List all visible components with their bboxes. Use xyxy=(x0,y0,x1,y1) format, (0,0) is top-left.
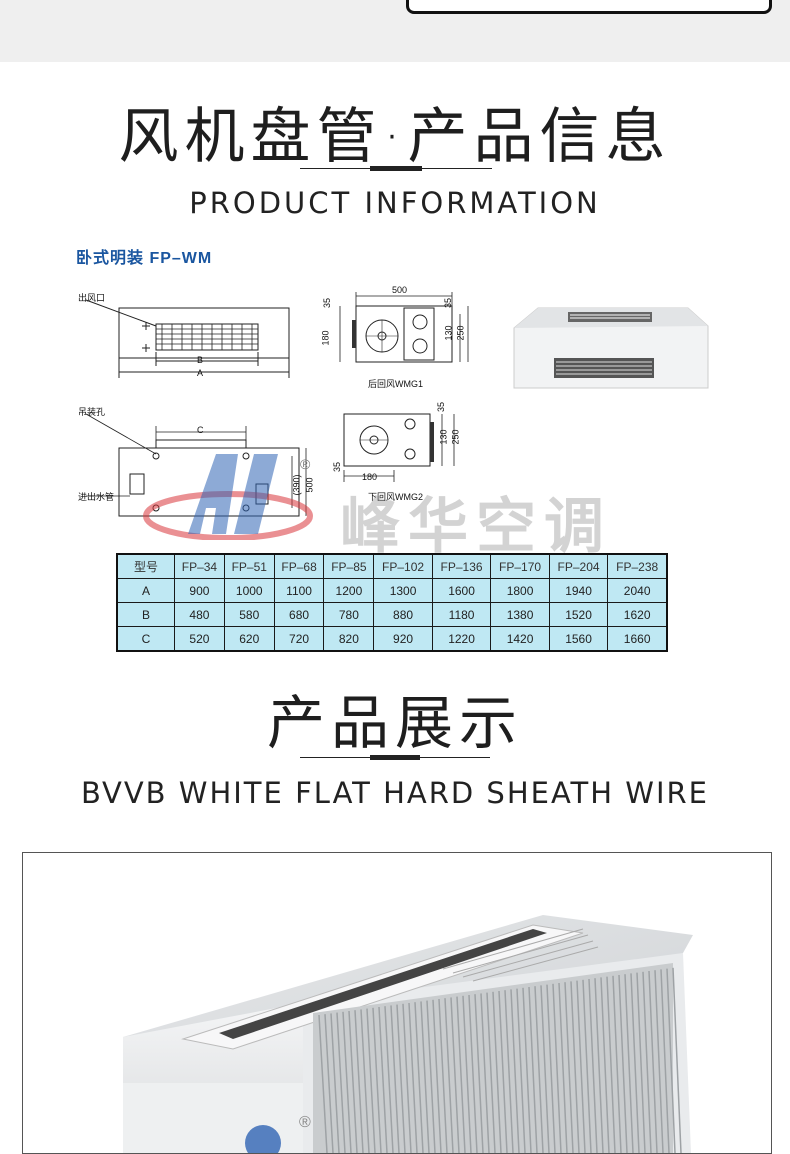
spec-header-cell: FP–34 xyxy=(174,553,225,579)
spec-cell: 580 xyxy=(223,602,275,627)
label-wmg1: 后回风WMG1 xyxy=(368,379,423,389)
label-pipe: 进出水管 xyxy=(78,492,115,502)
label-dim-35a: 35 xyxy=(322,297,333,309)
label-dim-35b: 35 xyxy=(443,297,454,309)
front-view-drawing xyxy=(85,299,290,378)
section-title-product-info: 风机盘管·产品信息 xyxy=(118,102,672,172)
spec-cell: 520 xyxy=(174,626,225,652)
label-hang-hole: 吊装孔 xyxy=(78,407,106,417)
label-outlet: 出风口 xyxy=(78,293,106,303)
spec-cell: 2040 xyxy=(607,578,668,603)
spec-cell: 1220 xyxy=(431,626,492,652)
spec-cell: 720 xyxy=(273,626,325,652)
top-frame-box xyxy=(406,0,772,14)
spec-row-label: A xyxy=(116,578,175,603)
spec-cell: 480 xyxy=(174,602,225,627)
spec-cell: 1660 xyxy=(607,626,668,652)
label-dim-35c: 35 xyxy=(436,401,447,413)
spec-cell: 900 xyxy=(174,578,225,603)
spec-cell: 1180 xyxy=(431,602,492,627)
section2-subtitle-en: BVVB WHITE FLAT HARD SHEATH WIRE xyxy=(80,776,709,810)
spec-cell: 1620 xyxy=(607,602,668,627)
company-logo-watermark xyxy=(143,454,313,540)
spec-header-cell: 型号 xyxy=(116,553,175,579)
spec-cell: 1560 xyxy=(548,626,609,652)
company-name-watermark: 峰华空调 xyxy=(340,493,612,560)
label-dim-180b: 180 xyxy=(362,472,378,482)
bottom-view-wmg2-drawing xyxy=(343,413,455,482)
label-dim-500: 500 xyxy=(392,285,408,295)
title-divider-accent xyxy=(370,166,422,171)
label-dim-a: A xyxy=(197,368,204,378)
model-heading: 卧式明装 FP–WM xyxy=(76,250,213,267)
spec-cell: 1600 xyxy=(431,578,492,603)
spec-header-cell: FP–204 xyxy=(548,553,609,579)
label-wmg2: 下回风WMG2 xyxy=(368,492,423,502)
spec-header-cell: FP–51 xyxy=(223,553,275,579)
spec-cell: 620 xyxy=(223,626,275,652)
product-photo: ® xyxy=(123,915,693,1153)
title2-divider-accent xyxy=(370,755,420,760)
photo-registered-mark: ® xyxy=(299,1114,311,1131)
spec-cell: 920 xyxy=(373,626,433,652)
spec-cell: 1420 xyxy=(490,626,550,652)
label-dim-130b: 130 xyxy=(438,429,449,445)
label-dim-130: 130 xyxy=(443,325,454,341)
spec-header-cell: FP–85 xyxy=(323,553,375,579)
spec-cell: 1520 xyxy=(548,602,609,627)
spec-row-label: C xyxy=(116,626,175,652)
spec-cell: 1000 xyxy=(223,578,275,603)
label-dim-250b: 250 xyxy=(450,429,461,445)
unit-photo-small xyxy=(513,307,709,389)
product-photo-frame: ® xyxy=(22,852,772,1154)
spec-row-label: B xyxy=(116,602,175,627)
label-dim-35d: 35 xyxy=(332,461,343,473)
spec-header-cell: FP–68 xyxy=(273,553,325,579)
spec-cell: 1300 xyxy=(373,578,433,603)
spec-header-cell: FP–238 xyxy=(607,553,668,579)
spec-cell: 1380 xyxy=(490,602,550,627)
label-dim-250: 250 xyxy=(455,325,466,341)
section-title-display: 产品展示 xyxy=(266,689,523,757)
label-dim-180: 180 xyxy=(320,330,331,346)
spec-cell: 680 xyxy=(273,602,325,627)
spec-cell: 820 xyxy=(323,626,375,652)
spec-header-cell: FP–136 xyxy=(431,553,492,579)
label-dim-c: C xyxy=(197,425,204,435)
spec-cell: 1100 xyxy=(273,578,325,603)
spec-cell: 1800 xyxy=(490,578,550,603)
spec-header-cell: FP–170 xyxy=(490,553,550,579)
label-dim-b: B xyxy=(197,355,204,365)
spec-cell: 780 xyxy=(323,602,375,627)
spec-cell: 880 xyxy=(373,602,433,627)
spec-cell: 1200 xyxy=(323,578,375,603)
spec-header-cell: FP–102 xyxy=(373,553,433,579)
section-subtitle-en: PRODUCT INFORMATION xyxy=(189,186,601,220)
side-view-wmg1-drawing xyxy=(339,292,469,363)
registered-mark: ® xyxy=(300,456,311,472)
spec-cell: 1940 xyxy=(548,578,609,603)
top-band xyxy=(0,0,790,62)
